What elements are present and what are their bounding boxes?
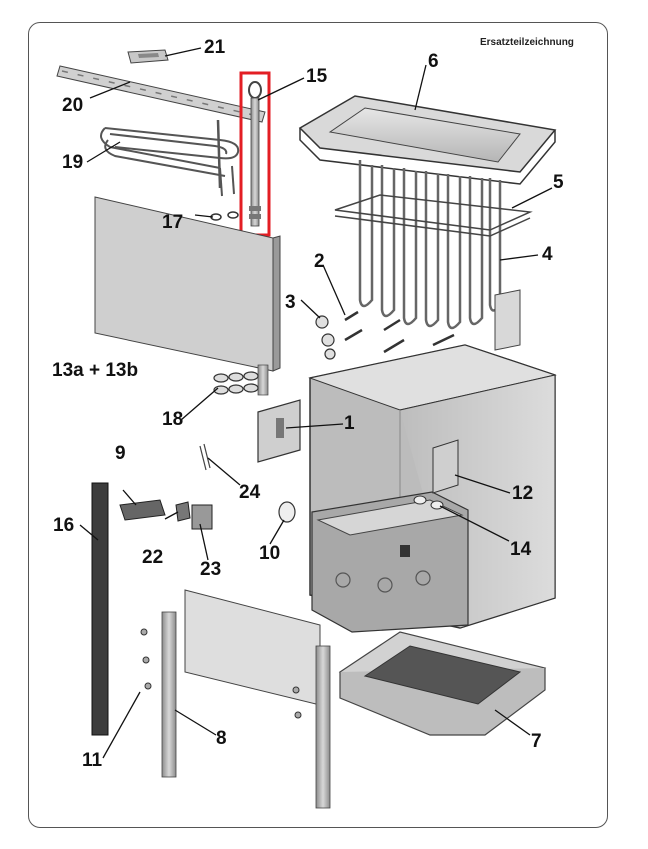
part-9-terminal-block: [119, 499, 166, 521]
label-part-7: 7: [531, 731, 542, 752]
label-part-16: 16: [53, 515, 75, 536]
electrical-box: [311, 491, 469, 633]
label-part-18: 18: [162, 409, 184, 430]
label-part-1: 1: [344, 413, 355, 434]
part-21-clip: [127, 49, 169, 64]
label-part-8: 8: [216, 728, 227, 749]
label-part-24: 24: [239, 482, 261, 503]
part-4-heater-rods: [358, 160, 502, 330]
label-part-12: 12: [512, 483, 534, 504]
label-part-13: 13a + 13b: [52, 360, 139, 381]
leader-lines: [79, 47, 553, 759]
label-part-6: 6: [428, 51, 439, 72]
label-part-4: 4: [542, 244, 553, 265]
part-14-grommets: [413, 495, 444, 510]
label-part-9: 9: [115, 443, 126, 464]
part-10-cap: [278, 501, 296, 523]
part-24-clip: [199, 443, 211, 471]
label-part-3: 3: [285, 292, 296, 313]
part-17-o-rings: [210, 211, 239, 221]
label-part-2: 2: [314, 251, 325, 272]
label-part-22: 22: [142, 547, 164, 568]
part-18-washers: [213, 371, 259, 395]
label-part-23: 23: [200, 559, 222, 580]
label-part-14: 14: [510, 539, 532, 560]
part-1-mounting-bracket: [257, 399, 301, 463]
drawing-title: Ersatzteilzeichnung: [480, 37, 574, 48]
label-part-10: 10: [259, 543, 281, 564]
part-3-nuts: [315, 315, 336, 360]
label-part-5: 5: [553, 172, 564, 193]
part-11-screws: [140, 628, 302, 719]
label-part-20: 20: [62, 95, 84, 116]
part-20-rail: [56, 65, 266, 123]
part-8-front-panel: [161, 589, 331, 809]
part-16-pole: [91, 482, 109, 736]
label-part-21: 21: [204, 37, 226, 58]
part-19-heating-element: [100, 119, 240, 197]
part-13-side-panel: [94, 196, 281, 396]
part-12-bracket: [432, 439, 459, 494]
part-22-component: [175, 501, 191, 522]
part-5-rod-holder: [334, 194, 533, 237]
part-6-top-cover: [298, 95, 557, 185]
part-23-component: [191, 504, 213, 530]
label-part-15: 15: [306, 66, 328, 87]
label-part-11: 11: [82, 750, 103, 771]
label-part-17: 17: [162, 212, 184, 233]
part-7-base-tray: [338, 631, 547, 736]
label-part-19: 19: [62, 152, 84, 173]
